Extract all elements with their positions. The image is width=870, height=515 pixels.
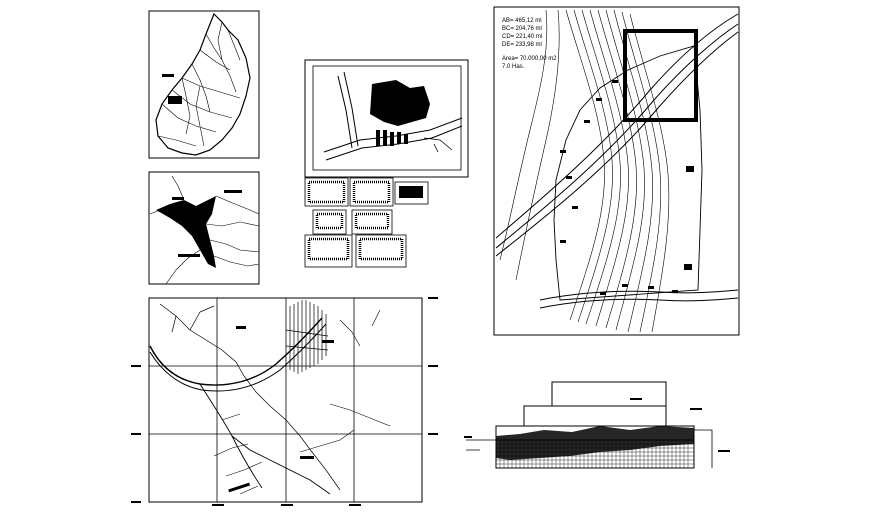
focus-frame (623, 29, 698, 122)
survey-markers (560, 80, 694, 295)
area-table: AB= 465,12 ml BC= 204,76 ml CD= 221,40 m… (502, 18, 557, 70)
district-map-panel (148, 171, 260, 285)
building-footprint (370, 80, 430, 126)
roads (495, 13, 739, 309)
area-line-cd: CD= 221,40 ml (502, 34, 542, 40)
location-grid-map (131, 297, 438, 506)
region-outline (155, 12, 251, 156)
site-hatch-area (285, 300, 329, 374)
regional-map-panel (148, 10, 260, 159)
area-line-ab: AB= 465,12 ml (502, 18, 542, 24)
terrain-fill (496, 426, 694, 460)
topographic-plan: AB= 465,12 ml BC= 204,76 ml CD= 221,40 m… (493, 6, 740, 336)
area-hectares: 7.0 Has. (502, 64, 525, 70)
district-shape (156, 196, 216, 268)
building-section (464, 381, 730, 469)
property-boundary (553, 45, 703, 301)
detail-thumbnails (304, 177, 429, 268)
area-line-bc: BC= 204,76 ml (502, 26, 542, 32)
contour-lines (499, 9, 670, 333)
area-total: Area= 70.000,00 m2 (502, 56, 557, 62)
location-marker (168, 96, 182, 104)
area-line-de: DE= 233,98 ml (502, 42, 542, 48)
site-plan-sheet (304, 59, 469, 178)
